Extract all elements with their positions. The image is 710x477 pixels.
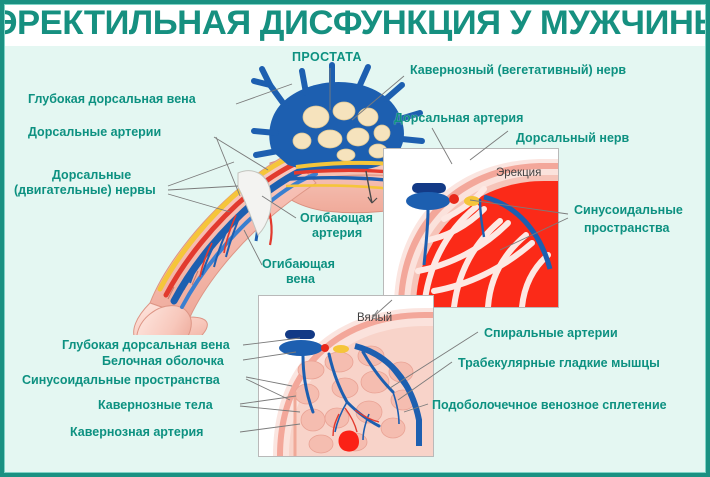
label-circumflex-vein-line1: Огибающая: [262, 257, 335, 271]
label-sinusoidal-spaces-2: Синусоидальные пространства: [22, 373, 220, 387]
label-dorsal-motor-nerves-line2: (двигательные) нервы: [14, 183, 156, 197]
label-tunica-albuginea: Белочная оболочка: [102, 354, 224, 368]
title-band: [0, 0, 710, 46]
label-deep-dorsal-vein: Глубокая дорсальная вена: [28, 92, 196, 106]
page-title: ЭРЕКТИЛЬНАЯ ДИСФУНКЦИЯ У МУЖЧИНЫ: [0, 4, 710, 42]
label-deep-dorsal-vein-2: Глубокая дорсальная вена: [62, 338, 230, 352]
label-trabecular-smooth-muscle: Трабекулярные гладкие мышцы: [458, 356, 660, 370]
panel-flaccid-caption: Вялый: [357, 312, 393, 324]
label-cavernous-bodies: Кавернозные тела: [98, 398, 213, 412]
label-sinusoidal-spaces-line1: Синусоидальные: [574, 203, 683, 217]
panel-flaccid: Вялый: [258, 295, 434, 457]
flaccid-cross-section: [259, 296, 433, 456]
label-cavernous-artery: Кавернозная артерия: [70, 425, 204, 439]
label-circumflex-artery-line1: Огибающая: [300, 211, 373, 225]
panel-erection-caption: Эрекция: [496, 167, 542, 179]
label-cavernous-autonomic-nerve: Кавернозный (вегетативный) нерв: [410, 63, 627, 77]
panel-erection: Эрекция: [383, 148, 559, 308]
label-dorsal-arteries: Дорсальные артерии: [28, 125, 162, 139]
label-prostate: ПРОСТАТА: [292, 50, 362, 64]
label-dorsal-nerve: Дорсальный нерв: [516, 131, 630, 145]
label-dorsal-artery: Дорсальная артерия: [394, 111, 524, 125]
label-sinusoidal-spaces-line2: пространства: [584, 221, 670, 235]
label-subtunical-venous-plexus: Подоболочечное венозное сплетение: [432, 398, 667, 412]
label-helicine-arteries: Спиральные артерии: [484, 326, 618, 340]
label-circumflex-vein-line2: вена: [286, 272, 315, 286]
label-circumflex-artery-line2: артерия: [312, 226, 363, 240]
label-dorsal-motor-nerves-line1: Дорсальные: [52, 168, 132, 182]
